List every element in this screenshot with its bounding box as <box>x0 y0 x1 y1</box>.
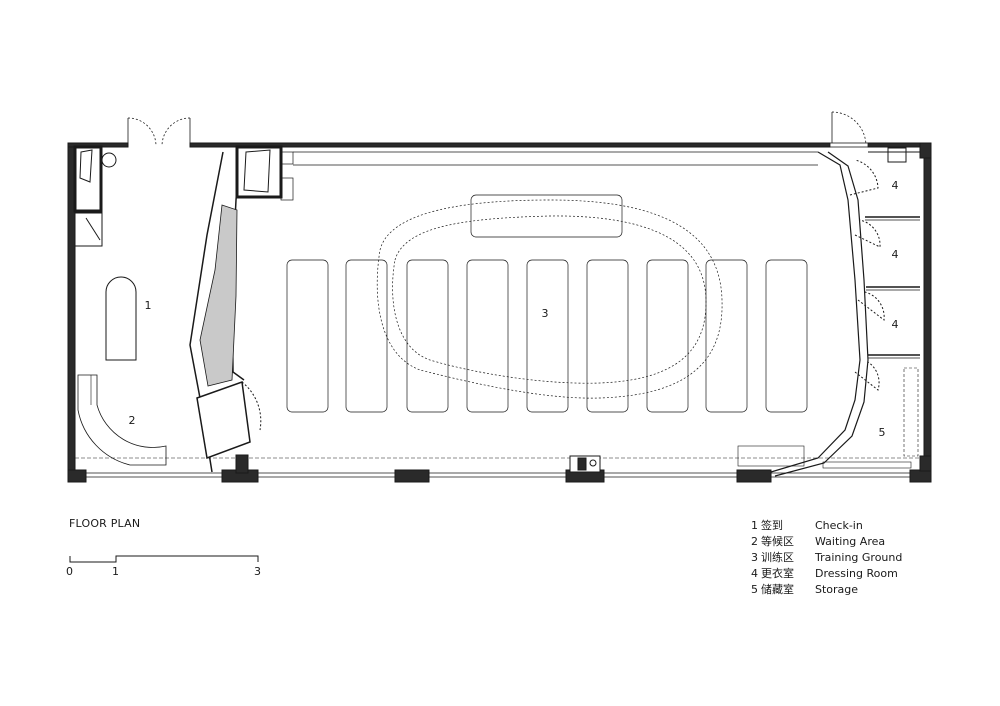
checkin-cabinet <box>73 145 117 247</box>
legend-num: 2 <box>751 535 758 548</box>
label-waiting: 2 <box>129 414 136 427</box>
legend-num: 4 <box>751 567 758 580</box>
legend-en: Dressing Room <box>815 567 898 580</box>
side-door <box>829 111 869 148</box>
legend-row: 3 训练区 Training Ground <box>751 550 902 566</box>
exterior-walls <box>67 142 932 483</box>
partition-wall <box>189 145 283 474</box>
reception-desk <box>105 276 137 361</box>
legend-zh: 等候区 <box>761 535 794 548</box>
plan-caption: FLOOR PLAN <box>69 517 141 530</box>
legend-num: 3 <box>751 551 758 564</box>
label-dressing-a: 4 <box>892 179 899 192</box>
legend-num: 5 <box>751 583 758 596</box>
label-storage: 5 <box>879 426 886 439</box>
legend-row: 4 更衣室 Dressing Room <box>751 566 902 582</box>
legend-en: Check-in <box>815 519 863 532</box>
legend-zh: 签到 <box>761 519 783 532</box>
scale-label-1: 1 <box>112 565 119 578</box>
legend-en: Training Ground <box>815 551 903 564</box>
label-training: 3 <box>542 307 549 320</box>
legend-zh: 储藏室 <box>761 583 794 596</box>
label-dressing-b: 4 <box>892 248 899 261</box>
legend-num: 1 <box>751 519 758 532</box>
legend-row: 2 等候区 Waiting Area <box>751 534 902 550</box>
label-dressing-c: 4 <box>892 318 899 331</box>
legend-en: Waiting Area <box>815 535 886 548</box>
scale-bar <box>69 555 259 563</box>
training-ground <box>280 151 818 413</box>
room-legend: 1 签到 Check-in 2 等候区 Waiting Area 3 训练区 T… <box>751 518 902 598</box>
legend-zh: 训练区 <box>761 551 794 564</box>
scale-label-0: 0 <box>66 565 73 578</box>
entrance-door <box>127 117 191 147</box>
legend-en: Storage <box>815 583 859 596</box>
label-checkin: 1 <box>145 299 152 312</box>
legend-row: 5 储藏室 Storage <box>751 582 902 598</box>
dressing-rooms <box>569 147 920 477</box>
glazing <box>75 457 920 478</box>
legend-zh: 更衣室 <box>761 567 794 580</box>
scale-label-3: 3 <box>254 565 261 578</box>
waiting-bench <box>77 374 167 466</box>
legend-row: 1 签到 Check-in <box>751 518 902 534</box>
